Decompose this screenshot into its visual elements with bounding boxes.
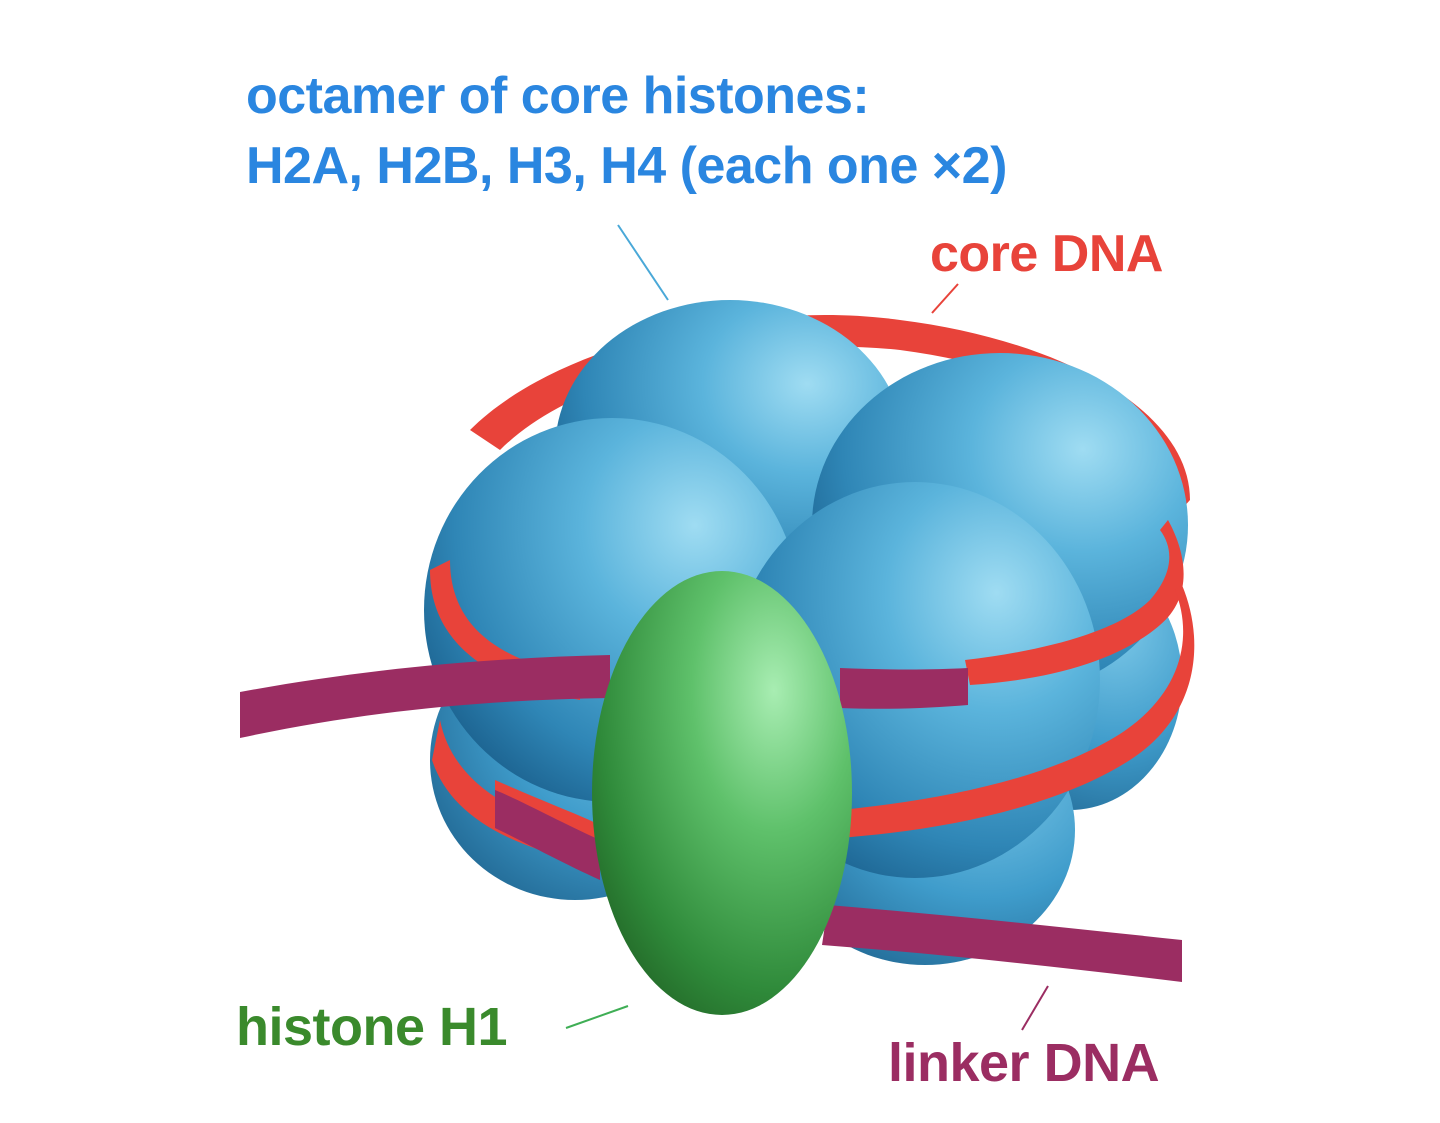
octamer-label-line1: octamer of core histones: xyxy=(246,67,870,125)
linker-dna-through-left xyxy=(495,790,600,880)
linker-dna-left xyxy=(240,655,610,738)
core-dna-label: core DNA xyxy=(930,225,1163,283)
linker-dna-right xyxy=(822,905,1182,982)
histone-h1-shape xyxy=(592,571,852,1015)
linker-dna-label: linker DNA xyxy=(888,1033,1160,1093)
octamer-label-line2: H2A, H2B, H3, H4 (each one ×2) xyxy=(246,137,1007,195)
octamer-leader-line xyxy=(617,224,669,301)
histone-h1-label: histone H1 xyxy=(236,997,508,1057)
linker-dna-leader-line xyxy=(1021,985,1049,1031)
linker-dna-right-segment xyxy=(840,668,968,709)
core-dna-right-lower xyxy=(838,585,1195,838)
core-dna-right-upper xyxy=(965,520,1184,685)
histone-h1-leader-line xyxy=(565,1005,629,1029)
core-dna-leader-line xyxy=(931,283,959,314)
